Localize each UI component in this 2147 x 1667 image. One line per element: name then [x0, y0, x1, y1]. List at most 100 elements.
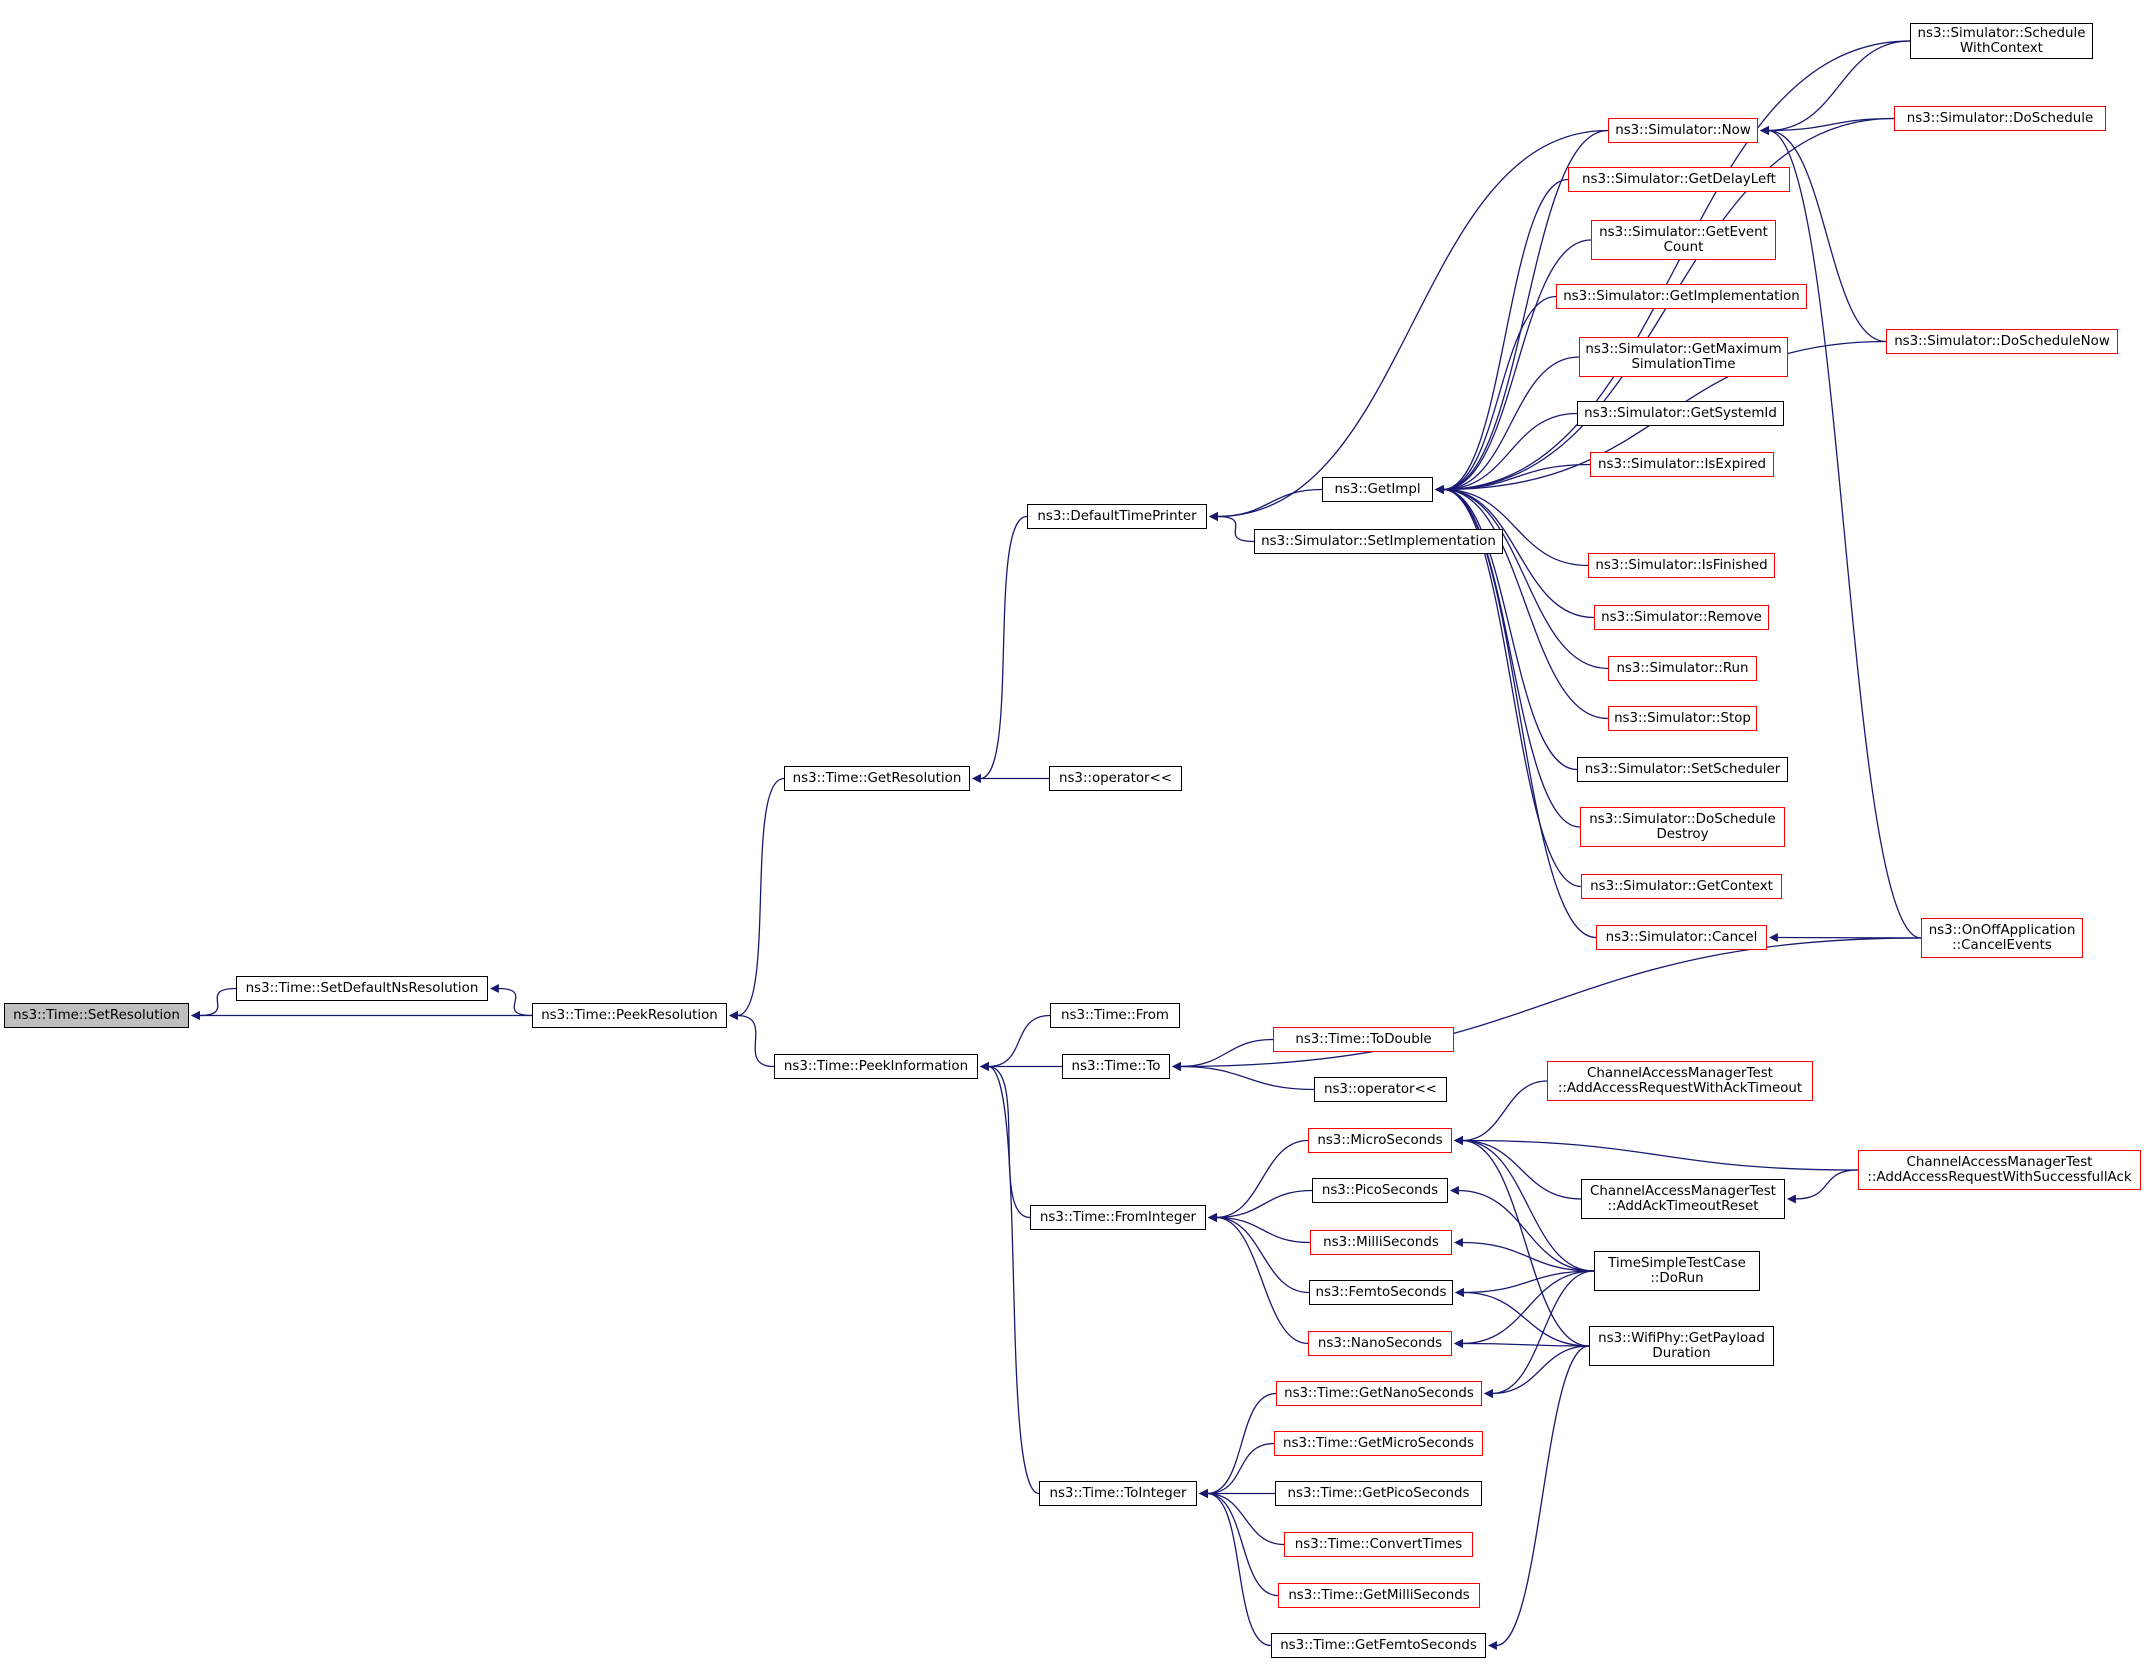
edge-getmicroseconds-to-tointeger — [1198, 1442, 1275, 1498]
node-timesimpletestcase-dorun[interactable]: TimeSimpleTestCase ::DoRun — [1594, 1251, 1760, 1291]
node-ns3-time-getresolution[interactable]: ns3::Time::GetResolution — [784, 766, 970, 791]
edge-todouble-to-to — [1171, 1038, 1274, 1071]
node-label: ns3::FemtoSeconds — [1315, 1285, 1447, 1300]
node-label: ns3::Time::ToDouble — [1295, 1032, 1432, 1047]
node-label: ns3::Simulator::IsExpired — [1598, 457, 1766, 472]
node-ns3-time-converttimes[interactable]: ns3::Time::ConvertTimes — [1284, 1532, 1473, 1557]
edge-wifiphy-to-femtoseconds — [1454, 1288, 1590, 1347]
node-ns3-simulator-getmaximumsimulationtime[interactable]: ns3::Simulator::GetMaximum SimulationTim… — [1579, 337, 1788, 377]
node-ns3-simulator-now[interactable]: ns3::Simulator::Now — [1608, 118, 1758, 143]
node-ns3-simulator-remove[interactable]: ns3::Simulator::Remove — [1594, 605, 1769, 630]
edge-timesimpletest-to-femtoseconds — [1454, 1270, 1595, 1297]
node-label: ns3::Time::GetResolution — [792, 771, 962, 786]
node-label: ChannelAccessManagerTest ::AddAccessRequ… — [1867, 1155, 2132, 1185]
node-ns3-time-todouble[interactable]: ns3::Time::ToDouble — [1273, 1027, 1454, 1052]
node-ns3-time-to[interactable]: ns3::Time::To — [1062, 1054, 1170, 1079]
edge-wifiphy-to-getnanoseconds — [1483, 1345, 1590, 1398]
node-label: ns3::Time::PeekResolution — [541, 1008, 718, 1023]
node-ns3-simulator-getsystemid[interactable]: ns3::Simulator::GetSystemId — [1577, 401, 1784, 426]
node-ns3-simulator-doscheduledestroy[interactable]: ns3::Simulator::DoSchedule Destroy — [1580, 807, 1785, 847]
node-ns3-milliseconds[interactable]: ns3::MilliSeconds — [1310, 1230, 1452, 1255]
node-ns3-simulator-cancel[interactable]: ns3::Simulator::Cancel — [1596, 925, 1767, 950]
node-ns3-time-setdefaultnsresolution[interactable]: ns3::Time::SetDefaultNsResolution — [236, 976, 488, 1001]
node-label: ns3::Time::ConvertTimes — [1294, 1537, 1463, 1552]
node-label: TimeSimpleTestCase ::DoRun — [1608, 1256, 1746, 1286]
node-ns3-simulator-setimplementation[interactable]: ns3::Simulator::SetImplementation — [1254, 529, 1503, 554]
edge-timesimpletest-to-nanoseconds — [1453, 1270, 1595, 1348]
node-ns3-time-getmicroseconds[interactable]: ns3::Time::GetMicroSeconds — [1274, 1431, 1483, 1456]
edge-peekresolution-to-setdefaultns — [489, 984, 533, 1017]
edge-camtSuccessfullAck-to-camtAckTimeoutReset — [1786, 1169, 1859, 1204]
node-ns3-time-from[interactable]: ns3::Time::From — [1050, 1003, 1180, 1028]
node-ns3-operator[interactable]: ns3::operator<< — [1314, 1077, 1447, 1102]
edge-geteventcount-to-getimpl — [1434, 239, 1592, 494]
node-ns3-simulator-stop[interactable]: ns3::Simulator::Stop — [1608, 706, 1757, 731]
node-ns3-picoseconds[interactable]: ns3::PicoSeconds — [1312, 1178, 1448, 1203]
edge-doschedule-to-now — [1759, 117, 1895, 135]
node-ns3-operator[interactable]: ns3::operator<< — [1049, 766, 1182, 791]
node-ns3-time-tointeger[interactable]: ns3::Time::ToInteger — [1039, 1481, 1197, 1506]
node-label: ns3::Time::GetMicroSeconds — [1283, 1436, 1474, 1451]
node-label: ns3::WifiPhy::GetPayload Duration — [1598, 1331, 1765, 1361]
node-ns3-time-peekresolution[interactable]: ns3::Time::PeekResolution — [532, 1003, 727, 1028]
node-label: ns3::Simulator::SetImplementation — [1261, 534, 1496, 549]
node-label: ns3::Simulator::DoSchedule — [1906, 111, 2094, 126]
edge-run-to-getimpl — [1434, 485, 1609, 670]
edge-femtoseconds-to-frominteger — [1207, 1213, 1310, 1294]
node-label: ns3::DefaultTimePrinter — [1037, 509, 1197, 524]
edge-getimpl-to-defaulttimeprinter — [1208, 488, 1323, 521]
edge-getfemtoseconds-to-tointeger — [1198, 1489, 1272, 1647]
edge-from-to-peekinformation — [979, 1014, 1051, 1071]
node-ns3-defaulttimeprinter[interactable]: ns3::DefaultTimePrinter — [1027, 504, 1207, 529]
node-ns3-time-getnanoseconds[interactable]: ns3::Time::GetNanoSeconds — [1276, 1381, 1482, 1406]
node-ns3-onoffapplication-cancelevents[interactable]: ns3::OnOffApplication ::CancelEvents — [1921, 918, 2083, 958]
node-ns3-simulator-isfinished[interactable]: ns3::Simulator::IsFinished — [1588, 553, 1775, 578]
node-ns3-microseconds[interactable]: ns3::MicroSeconds — [1308, 1128, 1452, 1153]
node-ns3-simulator-isexpired[interactable]: ns3::Simulator::IsExpired — [1590, 452, 1774, 477]
node-ns3-simulator-setscheduler[interactable]: ns3::Simulator::SetScheduler — [1577, 757, 1788, 782]
node-label: ns3::Simulator::DoSchedule Destroy — [1589, 812, 1776, 842]
node-ns3-simulator-doschedule[interactable]: ns3::Simulator::DoSchedule — [1894, 106, 2106, 131]
node-ns3-femtoseconds[interactable]: ns3::FemtoSeconds — [1309, 1280, 1453, 1305]
edge-isfinished-to-getimpl — [1434, 485, 1589, 567]
node-label: ns3::NanoSeconds — [1317, 1336, 1443, 1351]
node-ns3-simulator-geteventcount[interactable]: ns3::Simulator::GetEvent Count — [1591, 220, 1776, 260]
edge-layer — [190, 40, 1922, 1650]
edge-wifiphy-to-getfemtoseconds — [1487, 1345, 1590, 1650]
node-label: ns3::OnOffApplication ::CancelEvents — [1928, 923, 2076, 953]
node-ns3-simulator-run[interactable]: ns3::Simulator::Run — [1608, 656, 1757, 681]
node-ns3-simulator-getimplementation[interactable]: ns3::Simulator::GetImplementation — [1556, 284, 1807, 309]
node-ns3-getimpl[interactable]: ns3::GetImpl — [1322, 477, 1433, 502]
node-ns3-time-frominteger[interactable]: ns3::Time::FromInteger — [1030, 1205, 1206, 1230]
node-ns3-simulator-doschedulenow[interactable]: ns3::Simulator::DoScheduleNow — [1886, 329, 2118, 354]
node-channelaccessmanagertest-addacktimeoutreset[interactable]: ChannelAccessManagerTest ::AddAckTimeout… — [1581, 1179, 1785, 1219]
node-ns3-nanoseconds[interactable]: ns3::NanoSeconds — [1308, 1331, 1452, 1356]
edge-doschedulenow-to-now — [1759, 126, 1887, 343]
edge-getmilliseconds-to-tointeger — [1198, 1489, 1279, 1597]
node-ns3-time-getmilliseconds[interactable]: ns3::Time::GetMilliSeconds — [1278, 1583, 1480, 1608]
node-label: ns3::Simulator::Schedule WithContext — [1917, 26, 2086, 56]
node-label: ns3::Time::To — [1071, 1059, 1161, 1074]
node-label: ChannelAccessManagerTest ::AddAckTimeout… — [1590, 1184, 1776, 1214]
edge-defaulttimeprinter-to-getresolution — [971, 515, 1028, 783]
node-channelaccessmanagertest-addaccessrequestwithsuccessfullack[interactable]: ChannelAccessManagerTest ::AddAccessRequ… — [1858, 1150, 2141, 1190]
edge-opltlt2-to-to — [1171, 1062, 1315, 1091]
node-label: ns3::Simulator::Remove — [1601, 610, 1762, 625]
node-channelaccessmanagertest-addaccessrequestwithacktimeout[interactable]: ChannelAccessManagerTest ::AddAccessRequ… — [1547, 1061, 1813, 1101]
node-ns3-time-getpicoseconds[interactable]: ns3::Time::GetPicoSeconds — [1275, 1481, 1482, 1506]
edge-setdefaultns-to-setresolution — [190, 987, 237, 1020]
node-label: ns3::PicoSeconds — [1321, 1183, 1439, 1198]
edge-wifiphy-to-microseconds — [1453, 1136, 1590, 1347]
edge-converttimes-to-tointeger — [1198, 1489, 1285, 1546]
edge-nanoseconds-to-frominteger — [1207, 1213, 1309, 1345]
node-ns3-time-peekinformation[interactable]: ns3::Time::PeekInformation — [774, 1054, 978, 1079]
node-ns3-simulator-getdelayleft[interactable]: ns3::Simulator::GetDelayLeft — [1568, 167, 1790, 192]
edge-camtAckTimeout-to-microseconds — [1453, 1080, 1548, 1145]
node-ns3-time-getfemtoseconds[interactable]: ns3::Time::GetFemtoSeconds — [1271, 1633, 1486, 1658]
node-ns3-simulator-getcontext[interactable]: ns3::Simulator::GetContext — [1581, 874, 1782, 899]
edge-remove-to-getimpl — [1434, 485, 1595, 619]
edge-getsystemid-to-getimpl — [1434, 412, 1578, 494]
node-ns3-simulator-schedulewithcontext[interactable]: ns3::Simulator::Schedule WithContext — [1910, 23, 2093, 59]
node-ns3-wifiphy-getpayloadduration[interactable]: ns3::WifiPhy::GetPayload Duration — [1589, 1326, 1774, 1366]
